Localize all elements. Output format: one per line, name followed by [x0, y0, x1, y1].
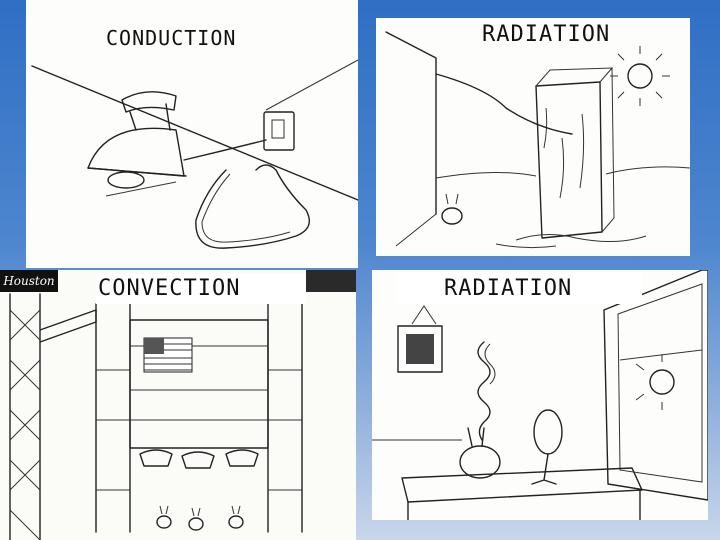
cartoon-panel-radiation-bottom: RADIATION: [372, 270, 708, 520]
cartoonist-signature-houston: Houston: [0, 270, 58, 292]
caption-conduction: CONDUCTION: [106, 26, 237, 50]
radiation-magnifier-illustration: [372, 270, 708, 520]
caption-convection: CONVECTION: [98, 276, 241, 301]
conduction-illustration: [31, 59, 358, 249]
cartoon-panel-conduction: CONDUCTION: [26, 0, 358, 268]
cartoon-panel-convection: Houston CONVECTION: [0, 270, 356, 540]
radiation-ice-illustration: [385, 31, 690, 249]
caption-background: [96, 274, 306, 304]
cartoon-panel-radiation-top: RADIATION: [376, 18, 690, 256]
convection-rocket-illustration: [9, 270, 356, 540]
caption-background: [396, 272, 642, 304]
caption-radiation-bottom: RADIATION: [444, 276, 573, 301]
caption-radiation-top: RADIATION: [482, 22, 611, 47]
